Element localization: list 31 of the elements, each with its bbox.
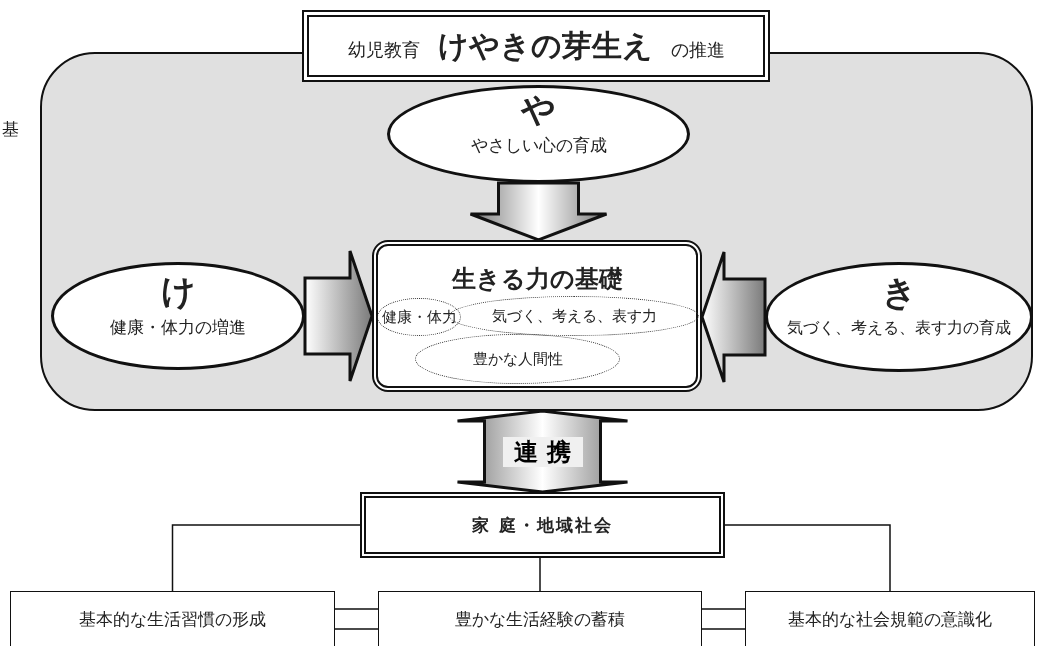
box-heading: 家 庭・地域社会 xyxy=(471,513,614,537)
double-box xyxy=(360,492,725,558)
node-label: 基本的な生活習慣の形成 xyxy=(78,608,267,631)
hiragana-heading: き xyxy=(880,272,918,312)
elbow-connector xyxy=(171,524,361,592)
text-box xyxy=(378,591,702,646)
block-arrow xyxy=(700,250,767,384)
rounded-box xyxy=(372,240,702,392)
box-heading: 生きる力の基礎 xyxy=(450,264,624,294)
text-box xyxy=(745,591,1035,646)
node-label: 気づく、考える、表す力の育成 xyxy=(786,317,1012,339)
text-box xyxy=(10,591,335,646)
block-arrow xyxy=(469,181,608,242)
block-arrow xyxy=(303,249,374,383)
node-label: 基本的な社会規範の意識化 xyxy=(787,608,993,631)
node-label: 豊かな生活経験の蓄積 xyxy=(454,608,626,631)
title-box xyxy=(302,10,770,82)
node-label: やさしい心の育成 xyxy=(469,134,608,157)
edge-label: 連 携 xyxy=(502,436,583,467)
double-connector xyxy=(701,608,746,630)
elbow-connector xyxy=(724,524,891,592)
double-connector xyxy=(334,608,379,630)
node-label: 気づく、考える、表す力 xyxy=(490,306,658,326)
cut-off-text: 基 xyxy=(2,118,19,141)
connector-line xyxy=(539,557,541,592)
hiragana-heading: や xyxy=(519,89,557,129)
hiragana-heading: け xyxy=(159,271,197,311)
node-label: 豊かな人間性 xyxy=(471,349,564,369)
title-text: 幼児教育 けやきの芽生え の推進 xyxy=(346,29,726,65)
node-label: 健康・体力 xyxy=(380,307,458,327)
node-label: 健康・体力の増進 xyxy=(109,316,247,339)
